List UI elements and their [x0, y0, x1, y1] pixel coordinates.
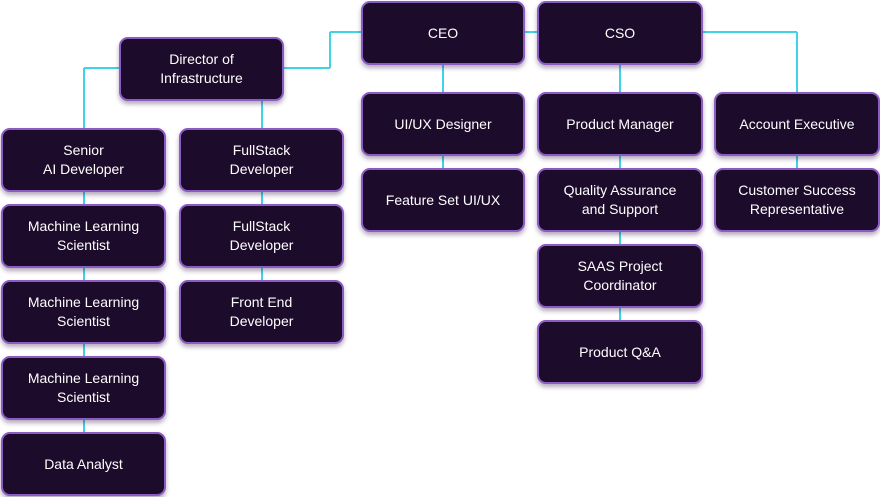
- node-product-qa[interactable]: Product Q&A: [537, 320, 703, 384]
- node-saas-project-coordinator[interactable]: SAAS Project Coordinator: [537, 244, 703, 308]
- node-cso[interactable]: CSO: [537, 1, 703, 65]
- node-label: Account Executive: [739, 115, 855, 132]
- node-label: Quality Assurance and Support: [563, 182, 677, 217]
- node-label: FullStack Developer: [229, 218, 294, 253]
- node-ml-scientist-3[interactable]: Machine Learning Scientist: [1, 356, 166, 420]
- node-label: Product Q&A: [579, 343, 661, 360]
- node-front-end-developer[interactable]: Front End Developer: [179, 280, 344, 344]
- node-account-executive[interactable]: Account Executive: [714, 92, 880, 156]
- node-label: Product Manager: [566, 115, 674, 132]
- node-customer-success[interactable]: Customer Success Representative: [714, 168, 880, 232]
- node-fullstack-developer-1[interactable]: FullStack Developer: [179, 128, 344, 192]
- node-label: Feature Set UI/UX: [385, 191, 501, 208]
- node-label: CSO: [604, 24, 636, 41]
- node-label: Data Analyst: [44, 455, 123, 472]
- node-label: Machine Learning Scientist: [27, 218, 140, 253]
- node-label: FullStack Developer: [229, 142, 294, 177]
- node-label: Front End Developer: [229, 294, 294, 329]
- node-feature-set-ui-ux[interactable]: Feature Set UI/UX: [361, 168, 525, 232]
- node-ml-scientist-2[interactable]: Machine Learning Scientist: [1, 280, 166, 344]
- node-ui-ux-designer[interactable]: UI/UX Designer: [361, 92, 525, 156]
- node-product-manager[interactable]: Product Manager: [537, 92, 703, 156]
- node-fullstack-developer-2[interactable]: FullStack Developer: [179, 204, 344, 268]
- node-label: Machine Learning Scientist: [27, 370, 140, 405]
- node-ml-scientist-1[interactable]: Machine Learning Scientist: [1, 204, 166, 268]
- node-label: Director of Infrastructure: [160, 51, 243, 86]
- node-label: Senior AI Developer: [43, 142, 124, 177]
- node-senior-ai-developer[interactable]: Senior AI Developer: [1, 128, 166, 192]
- node-quality-assurance[interactable]: Quality Assurance and Support: [537, 168, 703, 232]
- node-label: Machine Learning Scientist: [27, 294, 140, 329]
- node-label: Customer Success Representative: [738, 182, 856, 217]
- node-ceo[interactable]: CEO: [361, 1, 525, 65]
- node-label: SAAS Project Coordinator: [577, 258, 663, 293]
- node-label: CEO: [427, 24, 459, 41]
- node-data-analyst[interactable]: Data Analyst: [1, 432, 166, 496]
- node-label: UI/UX Designer: [394, 115, 492, 132]
- node-director-infrastructure[interactable]: Director of Infrastructure: [119, 37, 284, 101]
